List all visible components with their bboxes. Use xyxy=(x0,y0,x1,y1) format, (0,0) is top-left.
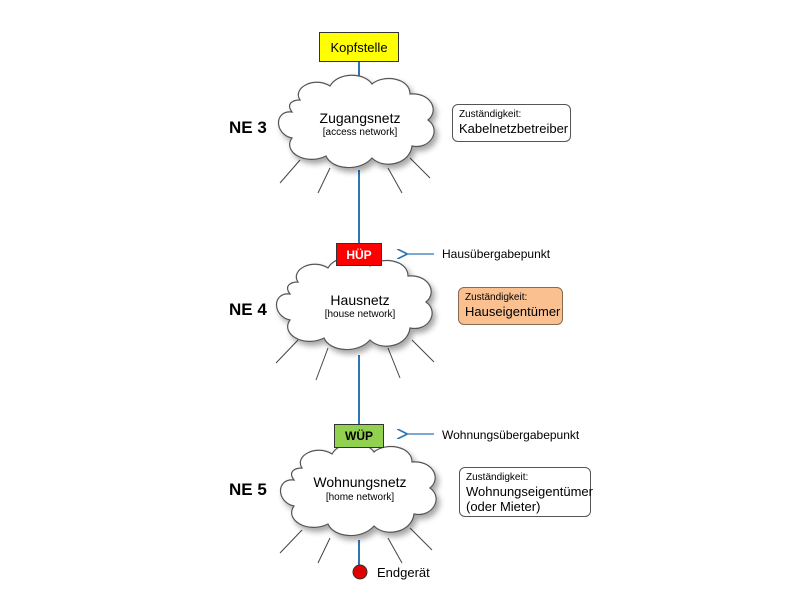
huep-box: HÜP xyxy=(336,243,382,266)
cloud-title-hausnetz: Hausnetz xyxy=(330,292,390,308)
responsibility-label: Zuständigkeit: xyxy=(465,292,528,303)
responsibility-label: Zuständigkeit: xyxy=(459,109,522,120)
responsibility-value-line1: Wohnungseigentümer xyxy=(466,484,593,499)
spokes-hausnetz xyxy=(275,339,435,381)
ne-label-4: NE 4 xyxy=(229,300,267,319)
responsibility-value-line2: (oder Mieter) xyxy=(466,499,541,514)
cloud-zugangsnetz xyxy=(277,74,435,169)
cloud-title-wohnungsnetz: Wohnungsnetz xyxy=(313,474,407,490)
spokes-wohnungsnetz xyxy=(279,527,433,564)
endgeraet-dot xyxy=(352,564,368,580)
responsibility-box-ne3: Zuständigkeit: Kabelnetzbetreiber xyxy=(452,104,571,142)
wuep-box: WÜP xyxy=(334,424,384,448)
ne-label-3: NE 3 xyxy=(229,118,267,137)
cloud-subtitle-hausnetz: [house network] xyxy=(324,309,396,320)
wuep-label: WÜP xyxy=(345,429,373,443)
endgeraet-label: Endgerät xyxy=(377,565,430,580)
wuep-annotation: Wohnungsübergabepunkt xyxy=(442,428,580,442)
responsibility-value: Hauseigentümer xyxy=(465,304,561,319)
kopfstelle-label: Kopfstelle xyxy=(330,39,388,55)
cloud-subtitle-wohnungsnetz: [home network] xyxy=(325,492,395,503)
responsibility-value: Kabelnetzbetreiber xyxy=(459,121,569,136)
responsibility-box-ne4: Zuständigkeit: Hauseigentümer xyxy=(458,287,563,325)
spokes-zugangsnetz xyxy=(279,157,431,194)
huep-label: HÜP xyxy=(346,247,372,262)
ne-label-5: NE 5 xyxy=(229,480,267,499)
responsibility-box-ne5: Zuständigkeit: Wohnungseigentümer (oder … xyxy=(459,467,593,517)
huep-annotation: Hausübergabepunkt xyxy=(442,247,551,261)
cloud-subtitle-zugangsnetz: [access network] xyxy=(322,127,398,138)
responsibility-label: Zuständigkeit: xyxy=(466,472,529,483)
kopfstelle-box: Kopfstelle xyxy=(319,32,399,62)
cloud-title-zugangsnetz: Zugangsnetz xyxy=(319,110,401,126)
